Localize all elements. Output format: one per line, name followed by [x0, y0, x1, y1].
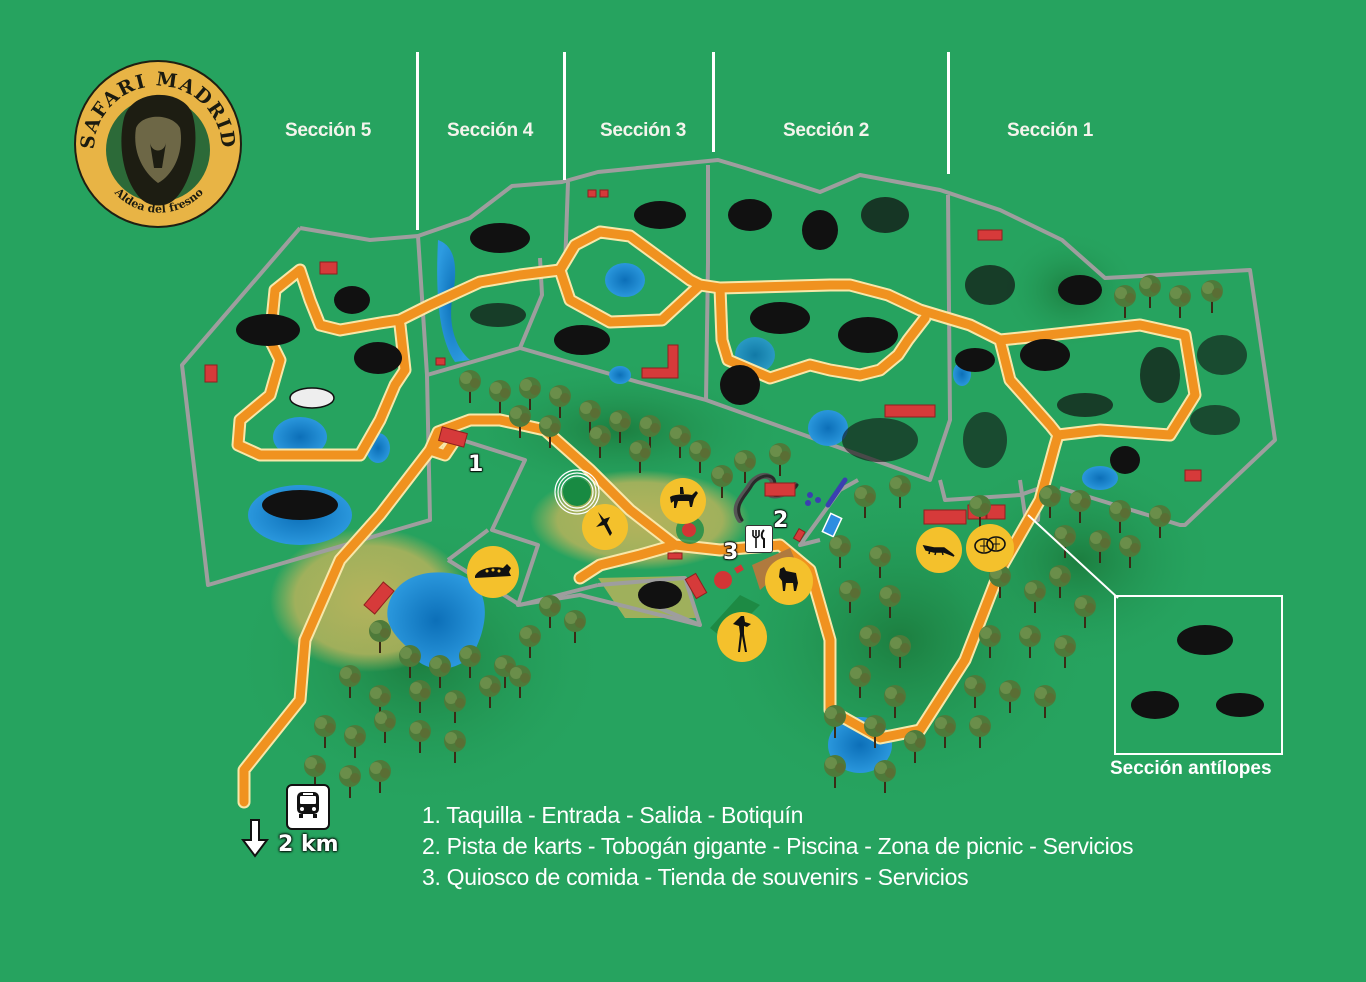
camel-silhouette	[838, 317, 898, 353]
lion-silhouette	[634, 201, 686, 229]
antelope-section-label: Sección antílopes	[1110, 758, 1272, 779]
bus-distance: 2 km	[278, 832, 339, 857]
section-divider	[563, 52, 566, 180]
section-divider	[712, 52, 715, 152]
marker-2[interactable]: 2	[772, 507, 789, 533]
marker-3[interactable]: 3	[722, 539, 739, 565]
tiger-silhouette	[965, 265, 1015, 305]
horse-silhouette	[470, 303, 526, 327]
arrow-down-icon	[240, 818, 270, 862]
mouflon-silhouette	[728, 199, 772, 231]
tortoise-poi[interactable]	[966, 524, 1014, 572]
stilt-walker-poi[interactable]	[717, 612, 767, 662]
section-1-label: Sección 1	[1006, 120, 1093, 141]
mandrill-silhouette	[334, 286, 370, 314]
jaguar-icon	[473, 558, 513, 586]
rhino-logo-icon	[121, 94, 196, 206]
bison-silhouette	[470, 223, 530, 253]
bird-icon	[590, 509, 620, 545]
arena-circle	[554, 469, 600, 515]
ostrich-silhouette	[1058, 275, 1102, 305]
section-divider	[416, 52, 419, 230]
bus-icon	[294, 790, 322, 824]
goat-farm-poi[interactable]	[765, 557, 813, 605]
deer-silhouette	[720, 365, 760, 405]
giraffe-silhouette	[963, 412, 1007, 468]
antelope-box-silhouettes	[1131, 625, 1264, 719]
bus-stop[interactable]	[286, 784, 330, 830]
horse2-silhouette	[1057, 393, 1113, 417]
legend: 1. Taquilla - Entrada - Salida - Botiquí…	[422, 800, 1133, 893]
horse-rider-icon	[666, 485, 700, 517]
zebra-silhouette	[289, 387, 335, 409]
section-4-label: Sección 4	[446, 120, 533, 141]
rhea-silhouette	[638, 581, 682, 609]
bison2-silhouette	[1197, 335, 1247, 375]
tortoise-icon	[972, 532, 1008, 564]
fork-knife-icon[interactable]	[745, 525, 773, 553]
waterbuck-silhouette	[1110, 446, 1140, 474]
river	[437, 240, 470, 362]
watusi-silhouette	[750, 302, 810, 334]
pool	[821, 512, 843, 538]
horse-riding-poi[interactable]	[660, 478, 706, 524]
crocodile-poi[interactable]	[916, 527, 962, 573]
crocodile-icon	[922, 536, 956, 564]
rhino-silhouette	[236, 314, 300, 346]
hippo-silhouette	[262, 490, 338, 520]
emu-silhouette	[955, 348, 995, 372]
gorilla-silhouette	[554, 325, 610, 355]
slide	[825, 477, 848, 508]
antelope-section-box[interactable]	[1114, 595, 1283, 755]
marker-1[interactable]: 1	[467, 451, 484, 477]
section-divider	[947, 52, 950, 174]
jaguar-poi[interactable]	[467, 546, 519, 598]
animal-silhouettes	[236, 197, 1247, 609]
stilts-icon	[729, 614, 755, 660]
section-2-label: Sección 2	[782, 120, 869, 141]
section-5-label: Sección 5	[284, 120, 371, 141]
vulture-show-poi[interactable]	[582, 504, 628, 550]
legend-item-2: 2. Pista de karts - Tobogán gigante - Pi…	[422, 833, 1134, 859]
main-lake	[387, 572, 485, 669]
section-3-label: Sección 3	[599, 120, 686, 141]
bear-silhouette	[354, 342, 402, 374]
legend-item-3: 3. Quiosco de comida - Tienda de souveni…	[422, 864, 969, 890]
llama-silhouette	[861, 197, 909, 233]
elephant-silhouette	[842, 418, 918, 462]
guanaco-silhouette	[1020, 339, 1070, 371]
goat-icon	[774, 563, 804, 599]
safari-madrid-logo: SAFARI MADRID Aldea del fresno	[72, 58, 244, 230]
legend-item-1: 1. Taquilla - Entrada - Salida - Botiquí…	[422, 802, 804, 828]
antelope-silhouette	[1190, 405, 1240, 435]
goat-silhouette	[802, 210, 838, 250]
antelope-connector	[1027, 514, 1119, 599]
deer2-silhouette	[1140, 347, 1180, 403]
